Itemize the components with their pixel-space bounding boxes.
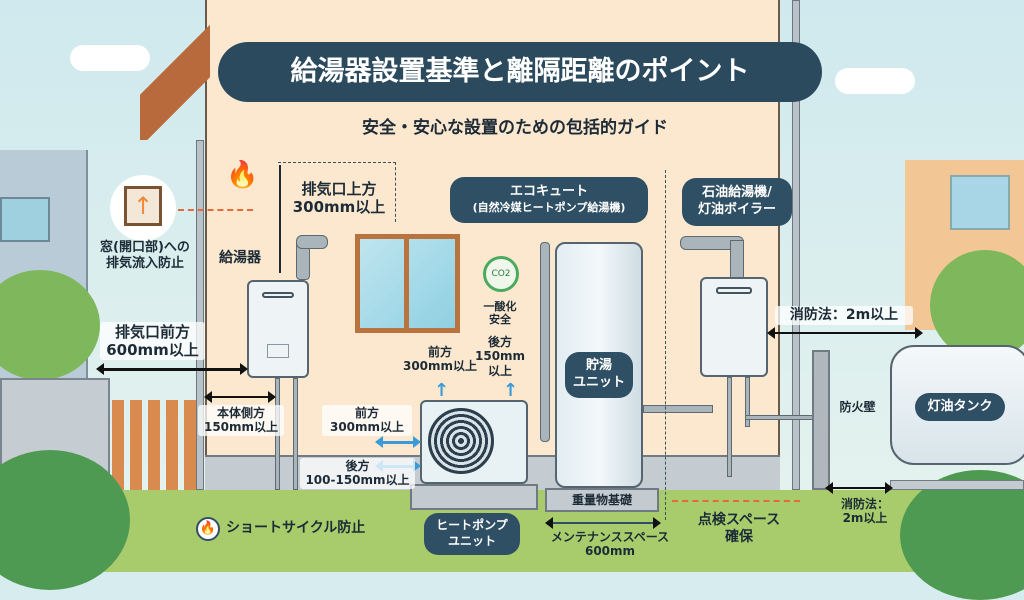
heater-pipe [293,378,298,490]
fire-law-top-label: 消防法：2m以上 [775,306,913,325]
fire-wall [812,350,830,490]
oil-heater-pipe [727,377,732,477]
front-arrow [375,436,421,448]
oil-heater-label: 石油給湯機/灯油ボイラー [682,178,792,226]
window-icon: ↑ [124,186,162,226]
body-side-arrow [204,391,276,403]
exhaust-pipe [296,235,328,249]
oil-tank-label: 灯油タンク [915,393,1005,421]
ecocute-label: エコキュート(自然冷媒ヒートポンプ給湯機) [450,177,648,223]
oil-tank-base [890,480,1024,490]
exhaust-front-arrow [96,363,248,375]
up-arrow-icon: ↑ [503,380,519,401]
heat-pump-unit [420,400,528,484]
tree [0,270,100,380]
inspection-label: 点検スペース確保 [697,512,781,545]
page-title: 給湯器設置基準と離隔距離のポイント [218,42,822,102]
fire-law-top-arrow [767,327,923,339]
co2-badge: CO2 [483,256,519,292]
flame-icon: 🔥 [226,160,259,190]
heat-pump-unit-label: ヒートポンプユニット [424,513,520,555]
fire-law-bottom-label: 消防法：2m以上 [840,497,889,526]
exhaust-top-arrow [279,165,281,273]
fire-wall-label: 防火壁 [839,400,876,414]
cloud [835,68,915,94]
window-note: 窓(開口部)への排気流入防止 [100,240,190,271]
oil-heater-pipe [745,377,750,427]
fence [112,400,197,492]
downspout [792,0,800,490]
oil-exhaust-pipe [730,240,744,280]
inspection-zone-line [665,170,666,520]
ecocute-pipe [540,242,550,442]
neighbor-window-left [0,197,50,242]
short-cycle-label: ショートサイクル防止 [226,520,366,536]
tree [930,250,1024,360]
fan-icon [428,408,494,474]
gas-heater-label: 給湯器 [219,250,261,266]
neighbor-window-right [950,175,1010,230]
storage-unit-label: 貯湯ユニット [565,352,633,398]
inspection-arrow [672,500,800,502]
cloud [70,45,150,71]
exhaust-top-box [278,162,396,222]
oil-water-heater [700,277,768,377]
heat-pump-base [410,484,538,510]
gas-water-heater [247,280,309,378]
bush [0,450,130,590]
downspout [196,140,204,490]
flame-icon: 🔥 [196,517,220,541]
house-window [355,234,460,333]
maintenance-arrow [545,517,661,529]
fire-law-bottom-arrow [825,482,893,494]
up-arrow-icon: ↑ [434,380,450,401]
connecting-pipe [643,405,713,413]
foundation-label: 重量物基礎 [571,493,632,507]
window-link-line [178,209,253,211]
page-subtitle: 安全・安心な設置のための包括的ガイド [362,118,668,138]
roof-eave [140,0,210,140]
co2-note: 一酸化安全 [483,300,517,327]
foundation-block [545,488,659,512]
oil-heater-pipe [745,415,815,420]
